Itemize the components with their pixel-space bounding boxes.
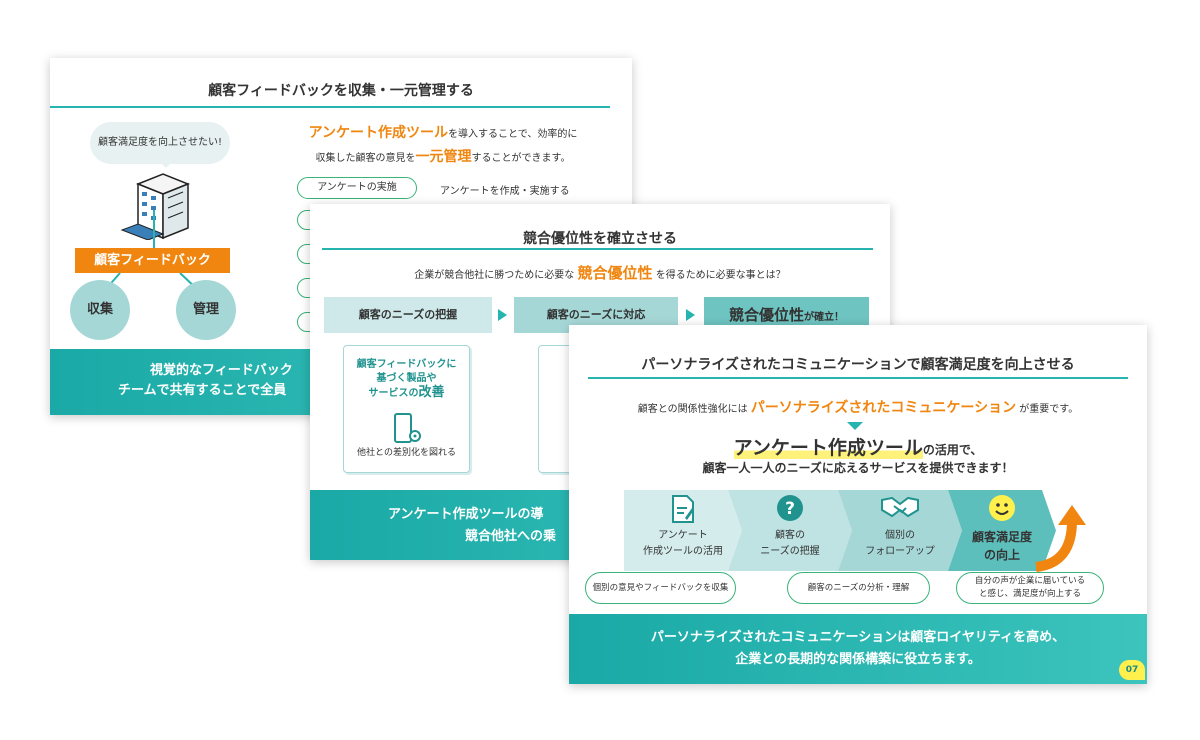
pill-survey: アンケートの実施 <box>297 177 417 199</box>
card-footer: 他社との差別化を図れる <box>357 448 456 458</box>
curved-arrow-icon <box>1035 505 1086 572</box>
chevron-line: フォローアップ <box>865 546 935 557</box>
lead-tool: アンケート作成ツール <box>308 125 449 141</box>
title-underline <box>588 377 1128 379</box>
card-line: サービスの <box>368 388 419 399</box>
footer-line: チームで共有することで全員 <box>118 383 287 398</box>
survey-icon <box>670 494 696 524</box>
lead-centralized: 一元管理 <box>415 149 472 165</box>
chevron-line: の向上 <box>983 548 1020 562</box>
title-underline <box>322 248 873 250</box>
note-satisfaction: 自分の声が企業に届いていると感じ、満足度が向上する <box>956 572 1104 604</box>
lead-pre: 企業が競合他社に勝つために必要な <box>414 270 575 281</box>
smile-icon <box>988 494 1016 522</box>
chevron-line: 個別の <box>885 530 915 541</box>
lead-line2-post: することができます。 <box>471 153 571 164</box>
lead-post: を得るために必要な事とは？ <box>655 270 786 281</box>
lead-keyword: パーソナライズされたコミュニケーション <box>750 400 1017 416</box>
card-line: 基づく製品や <box>376 373 437 384</box>
chevron-step: ? 顧客のニーズの把握 <box>728 490 852 571</box>
arrow-right-icon <box>686 309 695 321</box>
lead-mid: を導入することで、効率的に <box>448 129 578 140</box>
arrow-right-icon <box>498 309 507 321</box>
slide-personalized-communication: パーソナライズされたコミュニケーションで顧客満足度を向上させる 顧客との関係性強… <box>569 325 1147 684</box>
lead-post: が重要です。 <box>1019 404 1079 415</box>
pill-survey-desc: アンケートを作成・実施する <box>440 186 570 197</box>
feedback-label: 顧客フィードバック <box>75 248 230 273</box>
building-icon <box>120 173 191 240</box>
note-line: 自分の声が企業に届いている <box>974 576 1086 586</box>
step-advantage-main: 競合優位性 <box>728 306 804 324</box>
footer-line: 視覚的なフィードバック <box>150 363 293 378</box>
chevron-line: 顧客満足度 <box>971 530 1032 544</box>
note-line: と感じ、満足度が向上する <box>978 589 1081 599</box>
lead-pre: 顧客との関係性強化には <box>637 404 748 415</box>
svg-text:?: ? <box>785 499 795 519</box>
step-advantage-suffix: が確立！ <box>804 312 844 323</box>
slide-title: 競合優位性を確立させる <box>523 231 677 247</box>
lead-line2-pre: 収集した顧客の意見を <box>315 153 416 164</box>
speech-bubble: 顧客満足度を向上させたい! <box>90 122 230 168</box>
slide-title: パーソナライズされたコミュニケーションで顧客満足度を向上させる <box>641 357 1075 373</box>
tool-heading: アンケート作成ツールの活用で、 <box>569 433 1147 460</box>
phone-gear-icon <box>394 413 421 443</box>
chevron-line: 顧客の <box>775 530 805 541</box>
chevron-line: 作成ツールの活用 <box>643 546 723 557</box>
handshake-icon <box>880 494 920 520</box>
manage-circle: 管理 <box>176 280 236 340</box>
footer-line: 競合他社への乗 <box>465 529 557 544</box>
chevron-step: 顧客満足度の向上 <box>948 490 1056 571</box>
card-keyword: 改善 <box>418 385 445 400</box>
question-icon: ? <box>776 494 804 522</box>
tool-suffix: の活用で、 <box>922 443 983 457</box>
lead-text: 顧客との関係性強化には パーソナライズされたコミュニケーション が重要です。 <box>569 397 1147 417</box>
slide-footer: パーソナライズされたコミュニケーションは顧客ロイヤリティを高め、 企業との長期的… <box>569 614 1147 684</box>
step-understand-needs: 顧客のニーズの把握 <box>324 297 492 333</box>
tool-name: アンケート作成ツール <box>733 437 923 459</box>
chevron-step: アンケート作成ツールの活用 <box>624 490 742 571</box>
lead-keyword: 競合優位性 <box>577 264 653 282</box>
note-analyze: 顧客のニーズの分析・理解 <box>787 572 930 604</box>
lead-text: アンケート作成ツールを導入することで、効率的に 収集した顧客の意見を一元管理する… <box>278 122 608 170</box>
chevron-line: ニーズの把握 <box>760 546 820 557</box>
footer-line: 企業との長期的な関係構築に役立ちます。 <box>735 652 981 667</box>
chevron-step: 個別のフォローアップ <box>838 490 962 571</box>
chevron-line: アンケート <box>658 530 708 541</box>
footer-line: パーソナライズされたコミュニケーションは顧客ロイヤリティを高め、 <box>650 630 1066 645</box>
arrow-down-icon <box>847 422 863 430</box>
note-collect: 個別の意見やフィードバックを収集 <box>585 572 736 604</box>
card-improvement: 顧客フィードバックに 基づく製品や サービスの改善 他社との差別化を図れる <box>343 345 470 473</box>
footer-line: アンケート作成ツールの導 <box>388 507 544 522</box>
tool-subheading: 顧客一人一人のニーズに応えるサービスを提供できます！ <box>702 461 1014 475</box>
slide-title: 顧客フィードバックを収集・一元管理する <box>208 83 474 99</box>
title-underline <box>50 106 610 108</box>
page-number: 07 <box>1119 660 1145 680</box>
lead-text: 企業が競合他社に勝つために必要な 競合優位性 を得るために必要な事とは？ <box>310 262 890 283</box>
collect-circle: 収集 <box>70 280 130 340</box>
card-line: 顧客フィードバックに <box>356 359 457 370</box>
